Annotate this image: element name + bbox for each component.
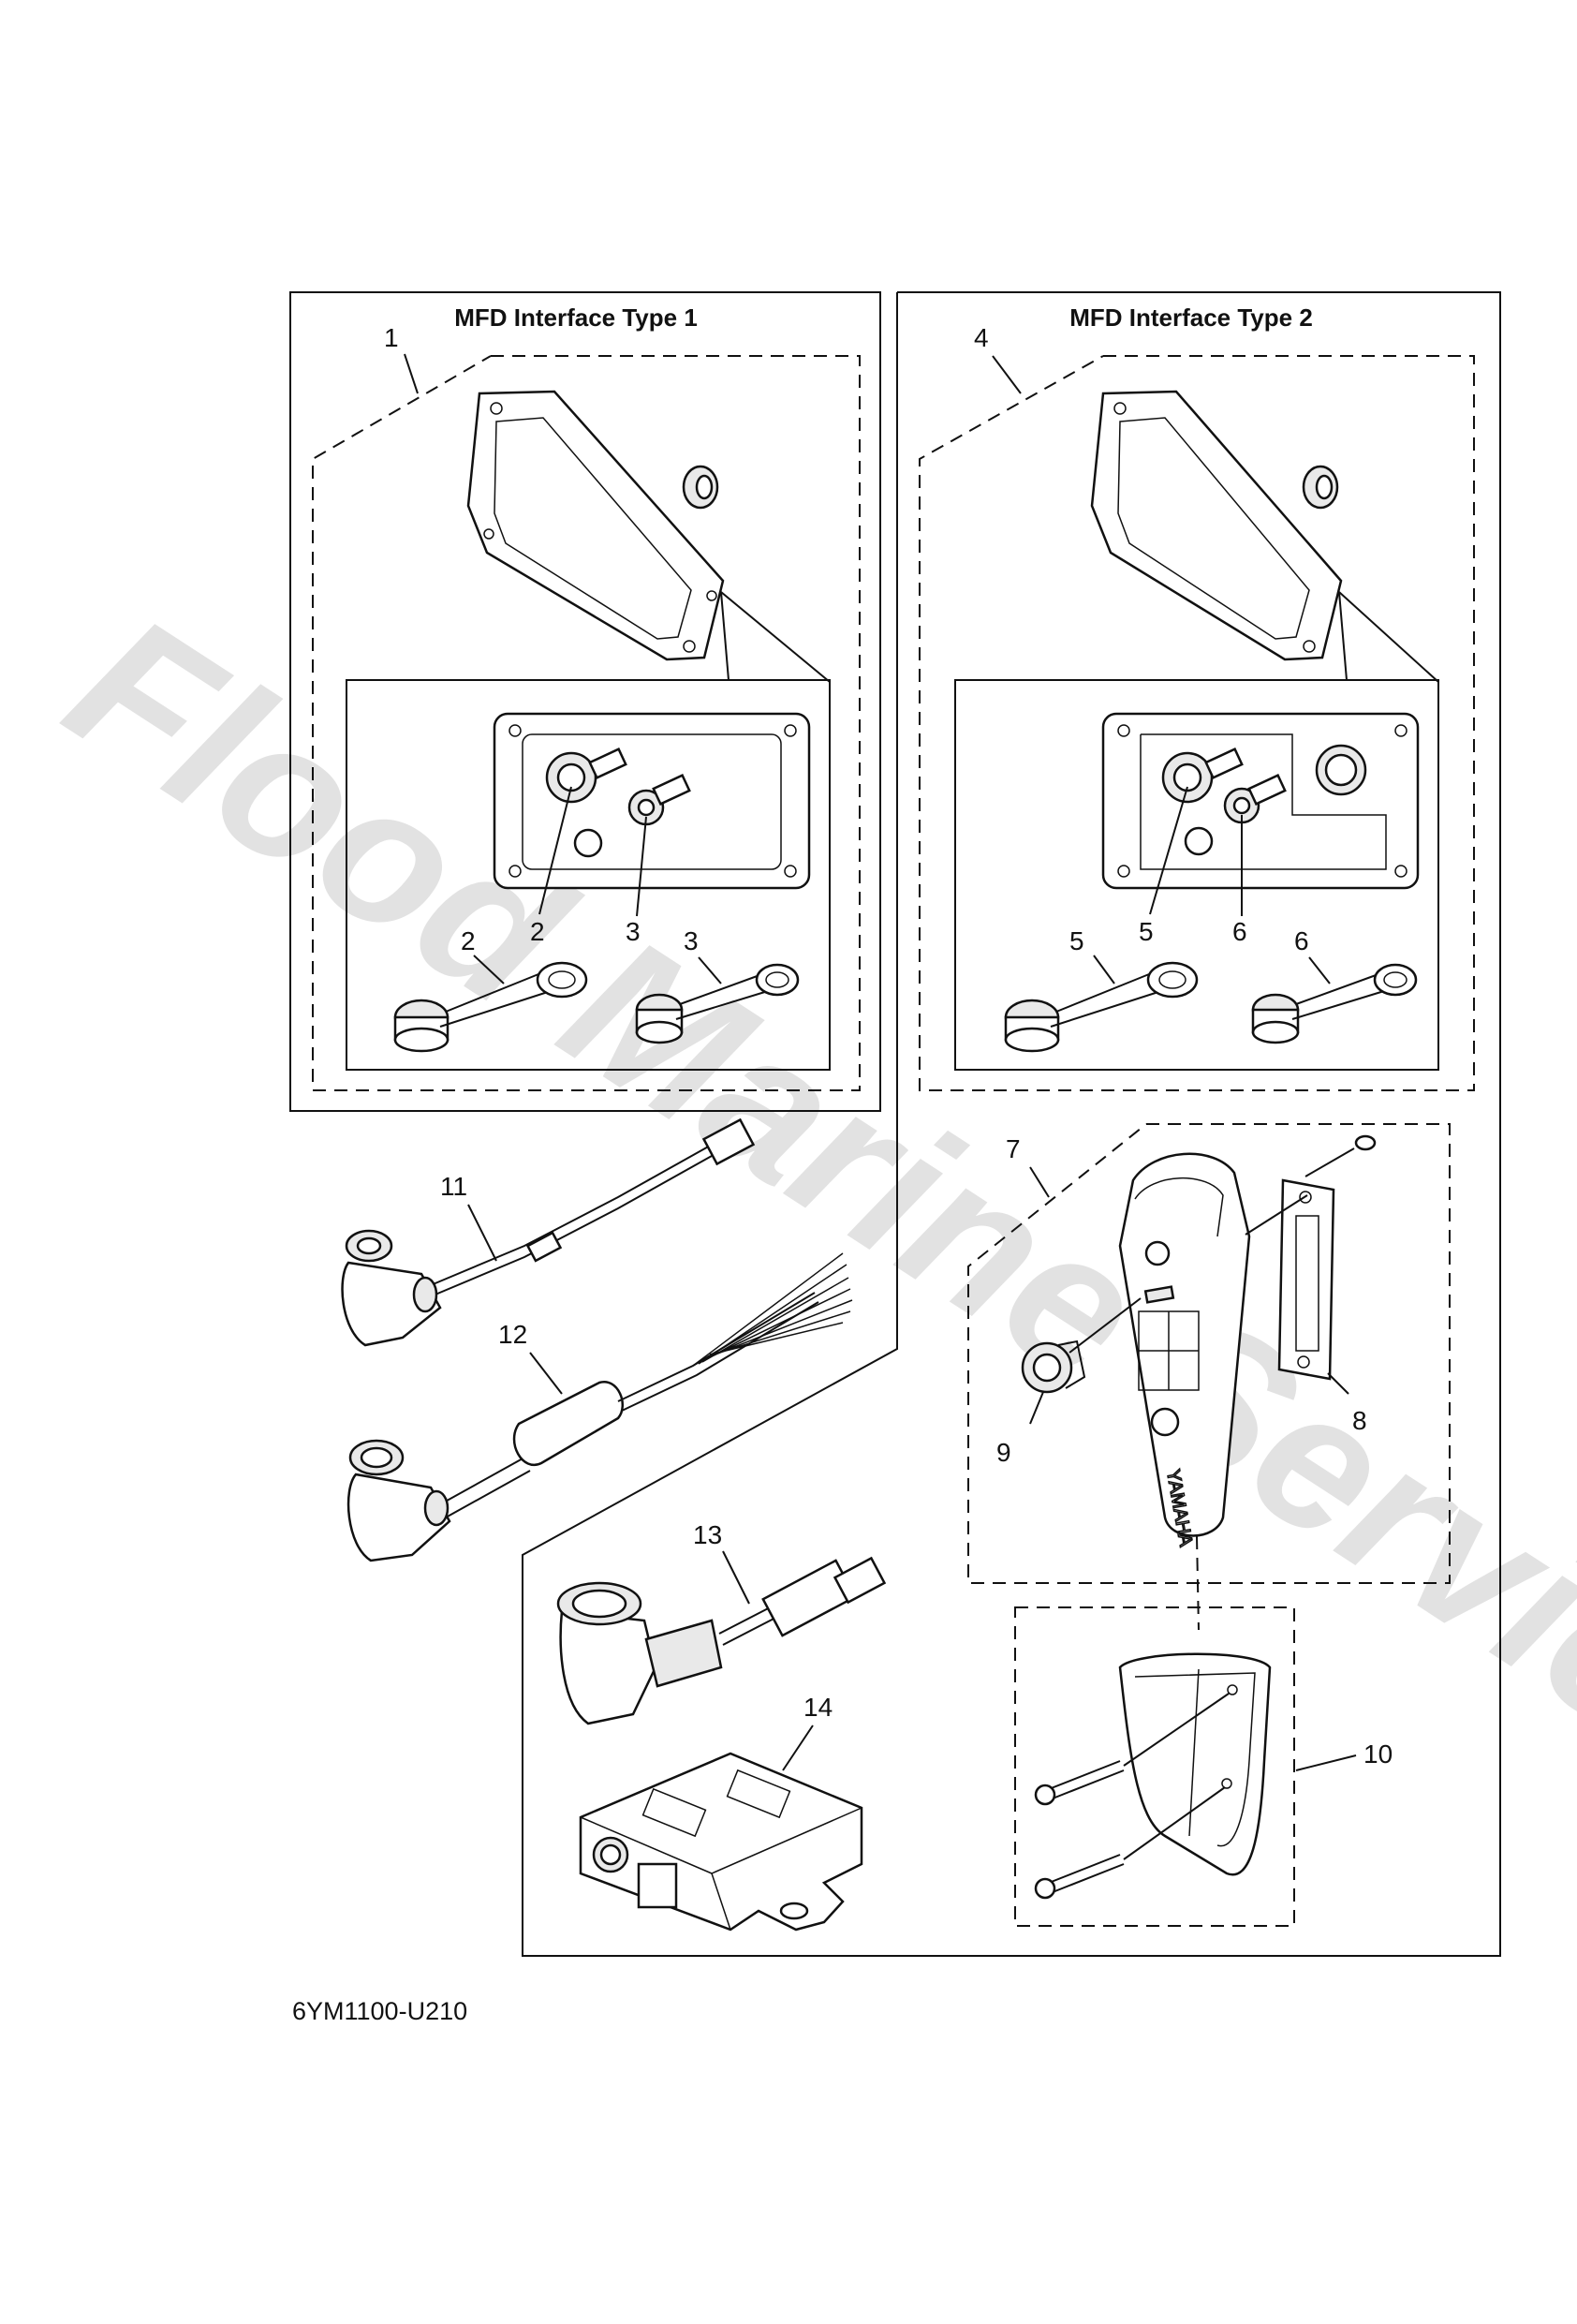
callout-6-inset: 6: [1232, 917, 1247, 946]
callout-9: 9: [996, 1438, 1011, 1467]
panel-type-2-frame: [522, 291, 1501, 1957]
callout-7: 7: [1006, 1134, 1021, 1163]
kit-1-dashed-outline: [312, 355, 861, 1091]
callout-13: 13: [693, 1520, 722, 1549]
callout-6-cap: 6: [1294, 926, 1309, 955]
detail-inset-1: [346, 679, 831, 1071]
remote-unit: YAMAHA: [1118, 1152, 1251, 1549]
knob-9: [1021, 1340, 1086, 1394]
cable-13-usb-plug: [761, 1559, 857, 1637]
screw-upper: [1034, 1760, 1125, 1806]
callout-8: 8: [1352, 1406, 1367, 1435]
module-14-socket: [637, 1862, 678, 1909]
holder-kit-10: 10: [1014, 1606, 1393, 1927]
cable-11: [341, 1118, 756, 1347]
callout-14: 14: [803, 1693, 833, 1722]
callout-5-inset: 5: [1139, 917, 1154, 946]
callout-12: 12: [498, 1320, 527, 1349]
connector-plate-2: [1101, 712, 1420, 890]
cap-5: [1004, 961, 1199, 1053]
cap-3: [635, 963, 800, 1044]
cap-2: [393, 961, 588, 1053]
callout-11: 11: [440, 1172, 467, 1201]
detail-inset-2: [954, 679, 1439, 1071]
kit-4-dashed-outline: [919, 355, 1475, 1091]
remote-kit-7: 7 YAMAHA 9 8: [967, 1123, 1451, 1631]
holder-10: [1118, 1652, 1272, 1876]
callout-1: 1: [384, 323, 399, 352]
callout-5-cap: 5: [1069, 926, 1084, 955]
cable-13: [556, 1556, 887, 1725]
kit-10-dashed-outline: [1014, 1606, 1295, 1927]
cap-6: [1251, 963, 1418, 1044]
kit-7-dashed-outline: [967, 1123, 1451, 1584]
callout-10: 10: [1363, 1739, 1393, 1769]
bracket-8: [1245, 1134, 1377, 1381]
mfd-interface-module-1: [466, 390, 725, 661]
panel-type-2-title: MFD Interface Type 2: [1069, 303, 1313, 332]
connector-plate-1: [493, 712, 811, 890]
callout-2-inset: 2: [530, 917, 545, 946]
diagram-code: 6YM1100-U210: [292, 1997, 467, 2025]
callout-3-inset: 3: [626, 917, 641, 946]
panel-type-1: MFD Interface Type 1 1: [289, 291, 881, 1112]
module-2-frame: [1090, 390, 1343, 661]
screw-lower: [1034, 1854, 1125, 1900]
cable-12: [346, 1252, 853, 1562]
panel-type-1-frame: [289, 291, 881, 1112]
leader-1: [404, 353, 419, 394]
mfd-interface-module-2: [1090, 390, 1343, 661]
callout-3-cap: 3: [684, 926, 699, 955]
module-14: [579, 1752, 863, 1932]
inset-1-pointer: [720, 591, 831, 683]
cable-11-plug: [701, 1118, 756, 1166]
module-1-frame: [466, 390, 725, 661]
panel-type-2: MFD Interface Type 2 4: [522, 291, 1501, 1957]
callout-4: 4: [974, 323, 989, 352]
cable-12-filter: [512, 1381, 624, 1467]
panel-type-1-title: MFD Interface Type 1: [454, 303, 698, 332]
callout-2-cap: 2: [461, 926, 476, 955]
